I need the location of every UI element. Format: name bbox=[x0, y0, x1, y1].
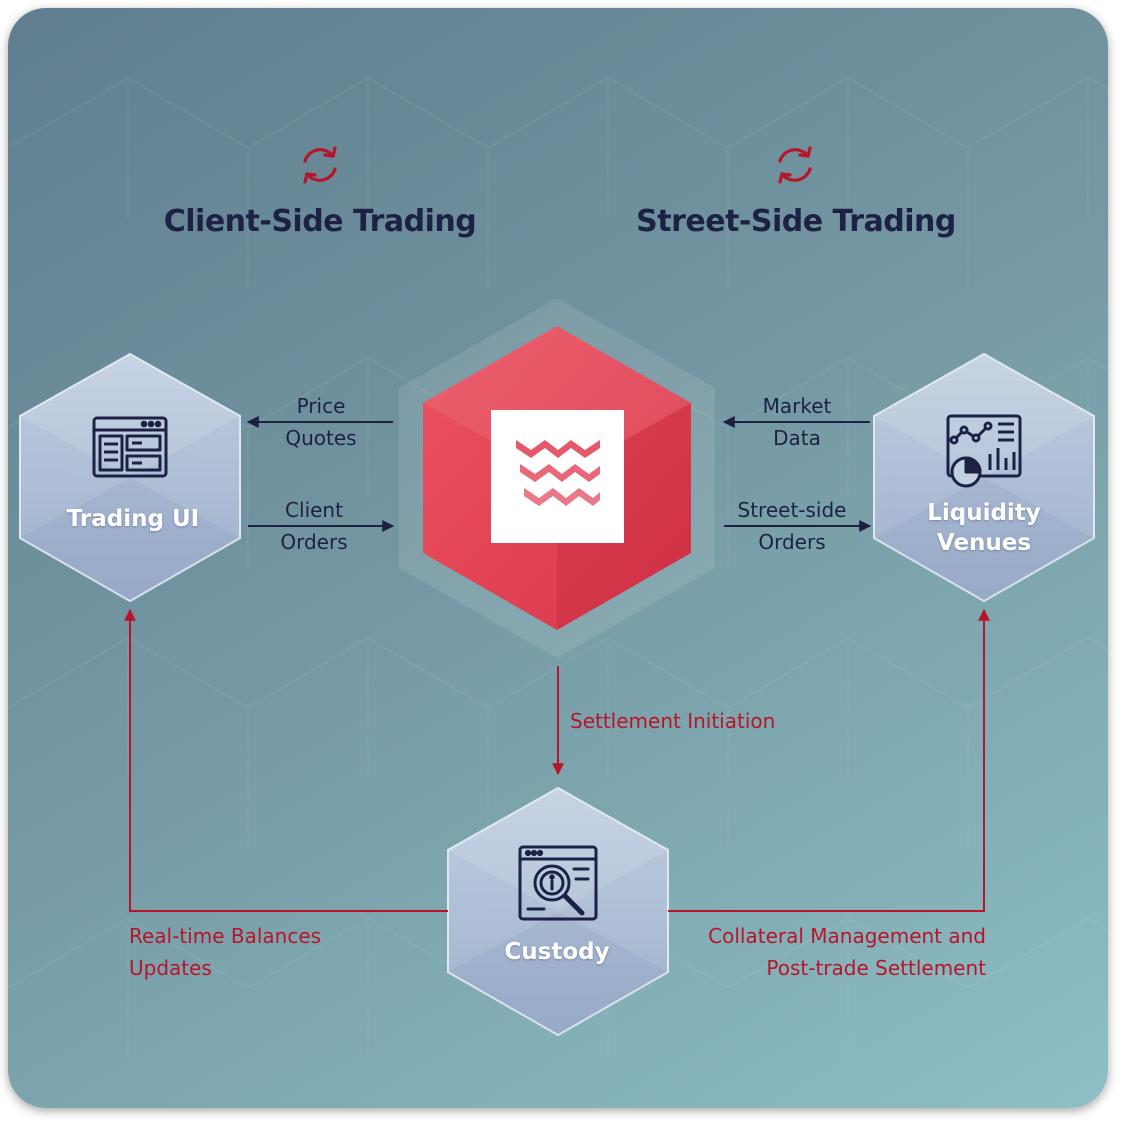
trading-dashboard-icon bbox=[92, 416, 168, 478]
client-orders-label: Client Orders bbox=[280, 498, 348, 554]
sync-icon bbox=[778, 146, 812, 184]
trading-ui-label: Trading UI bbox=[66, 506, 200, 532]
settlement-initiation-label: Settlement Initiation bbox=[570, 709, 776, 733]
liquidity-venues-label: Liquidity Venues bbox=[927, 500, 1041, 556]
sync-icon bbox=[303, 146, 337, 184]
collateral-arrow bbox=[668, 608, 990, 912]
analytics-chart-icon bbox=[946, 414, 1022, 488]
diagram-graphics bbox=[8, 77, 1108, 1058]
realtime-balances-arrow bbox=[124, 608, 448, 912]
collateral-management-label: Collateral Management and Post-trade Set… bbox=[708, 924, 986, 980]
street-side-heading: Street-Side Trading bbox=[636, 204, 956, 239]
diagram-card: Client-Side Trading Street-Side Trading … bbox=[8, 8, 1108, 1108]
realtime-balances-label: Real-time Balances Updates bbox=[129, 924, 322, 980]
background-pattern bbox=[8, 77, 1108, 1058]
client-side-heading: Client-Side Trading bbox=[163, 204, 477, 239]
document-search-icon bbox=[518, 845, 598, 921]
custody-label: Custody bbox=[504, 939, 610, 965]
street-side-orders-label: Street-side Orders bbox=[737, 498, 847, 554]
custody-node bbox=[447, 786, 669, 1037]
price-quotes-label: Price Quotes bbox=[285, 394, 357, 450]
market-data-label: Market Data bbox=[762, 394, 832, 450]
chevron-waves-logo bbox=[516, 440, 600, 506]
